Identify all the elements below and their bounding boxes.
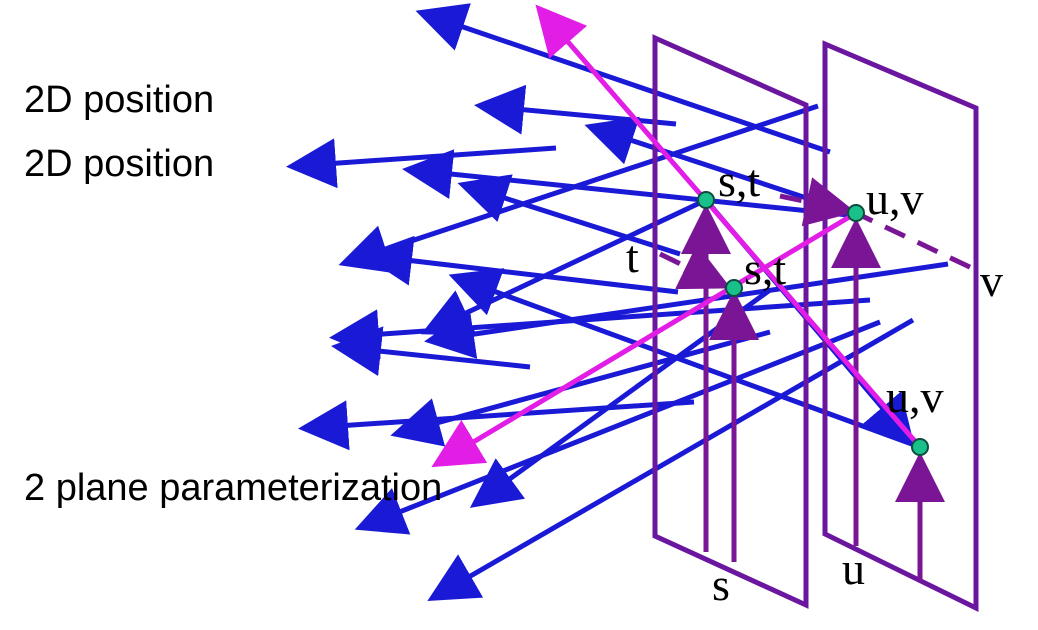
- point-group: [697, 191, 929, 456]
- label-2d-position-1: 2D position: [24, 79, 214, 121]
- ray: [298, 399, 695, 451]
- st-lower-point: [725, 279, 743, 297]
- label-u-axis: u: [842, 543, 865, 594]
- label-v-axis: v: [980, 255, 1003, 306]
- uv-lower-point: [911, 438, 929, 456]
- ray: [354, 319, 881, 535]
- ray: [390, 329, 771, 447]
- ray: [362, 235, 679, 295]
- highlight-ray-lower: [431, 210, 858, 468]
- coord-arrow-group: [681, 204, 945, 580]
- st-upper-point: [697, 191, 715, 209]
- ray: [457, 174, 681, 257]
- ray: [338, 103, 819, 274]
- label-uv-upper: u,v: [866, 173, 924, 224]
- ray: [415, 3, 831, 155]
- highlight-ray-upper: [535, 4, 922, 449]
- axis-dash-group: [658, 177, 978, 290]
- label-uv-lower: u,v: [886, 371, 944, 422]
- v-axis-dash: [818, 193, 978, 273]
- plane-group: [652, 34, 979, 613]
- uv-plane: [822, 40, 979, 613]
- label-s-axis: s: [712, 559, 730, 610]
- t-axis-dash: [658, 244, 732, 290]
- ray: [331, 326, 531, 377]
- label-t-axis: t: [626, 231, 639, 282]
- ray: [474, 84, 677, 135]
- ray: [286, 138, 557, 189]
- label-st-lower: s,t: [744, 243, 786, 294]
- label-2-plane-parameterization: 2 plane parameterization: [24, 467, 442, 509]
- highlight-ray-group: [431, 4, 922, 468]
- st-plane: [652, 34, 809, 609]
- label-2d-position-2: 2D position: [24, 143, 214, 185]
- uv-upper-dash: [779, 177, 856, 227]
- ray: [448, 268, 921, 450]
- uv-upper-point: [847, 204, 865, 222]
- label-st-upper: s,t: [718, 155, 760, 206]
- ray: [424, 261, 949, 359]
- ray: [427, 317, 915, 602]
